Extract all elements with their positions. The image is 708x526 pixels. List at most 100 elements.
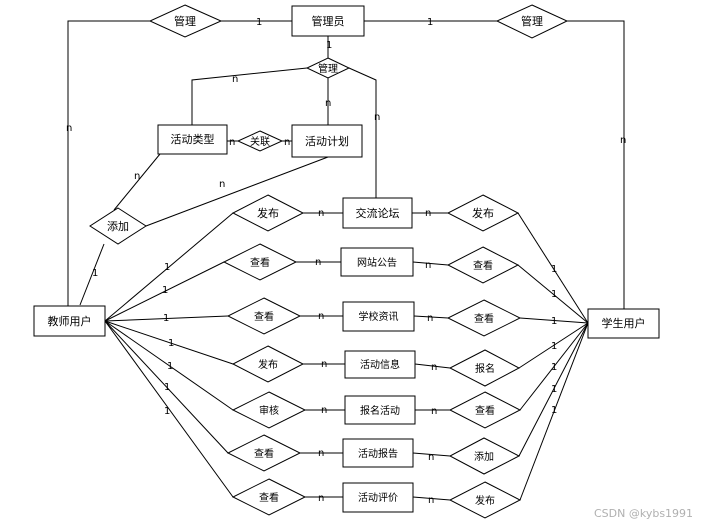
rel-admin-student: 管理 [495,4,569,39]
card-review-left: n [318,493,324,504]
entity-activity-info-label: 活动信息 [360,358,400,371]
rel-student-notice-label: 查看 [473,259,493,272]
card-t-signup: 1 [167,361,173,372]
rel-student-forum: 发布 [446,194,520,232]
connector-lines [67,20,625,501]
entity-activity-plan: 活动计划 [291,124,363,158]
card-t-review: 1 [164,406,170,417]
card-admin-right: 1 [427,17,433,28]
card-add-type: n [134,171,140,182]
entity-school-news-label: 学校资讯 [359,310,399,323]
rel-teacher-review-label: 查看 [259,491,279,504]
rel-student-signup: 查看 [448,391,522,429]
rel-student-notice: 查看 [446,246,520,284]
rel-admin-teacher: 管理 [148,4,223,38]
entity-signup-activity: 报名活动 [344,395,416,425]
card-review-right: n [428,495,434,506]
rel-teacher-news-label: 查看 [254,310,274,323]
card-manage-type: n [232,74,238,85]
entity-activity-plan-label: 活动计划 [305,135,349,148]
card-t-info: 1 [168,338,174,349]
card-student-admin: n [620,135,626,146]
rel-student-review: 发布 [448,481,522,519]
rel-teacher-report-label: 查看 [254,447,274,460]
card-t-news: 1 [163,313,169,324]
card-t-report: 1 [164,382,170,393]
rel-student-review-label: 发布 [475,494,495,507]
card-signup-right: n [431,406,437,417]
rel-teacher-forum-label: 发布 [257,206,279,220]
card-manage-forum: n [374,112,380,123]
card-news-left: n [318,311,324,322]
card-s-report: 1 [551,384,557,395]
rel-type-plan: 关联 [236,130,284,152]
card-forum-right: n [425,208,431,219]
entity-activity-type-label: 活动类型 [171,132,215,146]
card-add-plan: n [219,179,225,190]
cardinality-labels: 1 1 n n 1 n n n n n n n 1 1 1 1 1 1 1 1 … [66,17,626,506]
rel-student-info: 报名 [448,349,521,387]
card-forum-left: n [318,208,324,219]
card-s-forum: 1 [551,264,557,275]
rel-student-forum-label: 发布 [472,206,494,220]
card-s-signup: 1 [551,362,557,373]
rel-teacher-add: 添加 [89,207,147,245]
rel-student-report-label: 添加 [474,450,494,463]
entity-school-news: 学校资讯 [342,301,415,332]
entity-site-notice: 网站公告 [340,247,414,277]
entity-student: 学生用户 [587,308,660,339]
entity-forum-label: 交流论坛 [356,206,400,220]
rel-teacher-add-label: 添加 [107,219,129,233]
card-report-left: n [318,448,324,459]
rel-admin-student-label: 管理 [521,14,543,28]
entity-admin: 管理员 [291,5,365,37]
entity-student-label: 学生用户 [602,316,646,330]
card-teacher-admin: n [66,123,72,134]
entity-forum: 交流论坛 [342,197,413,229]
rel-teacher-news: 查看 [226,297,302,335]
card-notice-left: n [315,257,321,268]
rel-student-news: 查看 [446,299,522,337]
watermark: CSDN @kybs1991 [594,507,693,520]
rel-admin-teacher-label: 管理 [174,14,196,28]
entity-activity-review: 活动评价 [342,482,414,513]
rel-teacher-signup-label: 审核 [259,404,279,417]
card-info-right: n [431,362,437,373]
rel-admin-manage: 管理 [305,57,351,79]
entity-activity-type: 活动类型 [157,124,228,155]
rel-admin-manage-label: 管理 [318,62,338,75]
card-s-news: 1 [551,316,557,327]
entity-site-notice-label: 网站公告 [357,256,397,269]
rel-teacher-notice: 查看 [222,243,298,281]
card-news-right: n [427,313,433,324]
rel-teacher-info: 发布 [231,345,305,383]
entity-activity-report: 活动报告 [342,438,414,468]
entity-activity-report-label: 活动报告 [358,447,398,460]
entity-teacher-label: 教师用户 [48,314,92,328]
card-teacher-add: 1 [92,268,98,279]
card-signup-left: n [321,405,327,416]
card-report-right: n [428,452,434,463]
card-info-left: n [321,359,327,370]
rel-student-news-label: 查看 [474,312,494,325]
card-s-info: 1 [551,341,557,352]
card-type-link: n [229,137,235,148]
card-t-notice: 1 [162,285,168,296]
entity-signup-activity-label: 报名活动 [360,404,400,417]
rel-teacher-notice-label: 查看 [250,256,270,269]
card-manage-plan: n [325,98,331,109]
card-notice-right: n [425,260,431,271]
card-admin-left: 1 [256,17,262,28]
entity-teacher: 教师用户 [33,305,106,337]
rel-teacher-info-label: 发布 [258,358,278,371]
card-t-forum: 1 [164,262,170,273]
rel-student-report: 添加 [448,437,521,475]
rel-teacher-signup: 审核 [231,391,307,429]
card-admin-manage: 1 [326,40,332,51]
card-s-notice: 1 [551,289,557,300]
card-s-review: 1 [551,405,557,416]
rel-teacher-report: 查看 [226,434,302,472]
rel-teacher-forum: 发布 [231,194,305,232]
rel-student-info-label: 报名 [475,362,495,375]
